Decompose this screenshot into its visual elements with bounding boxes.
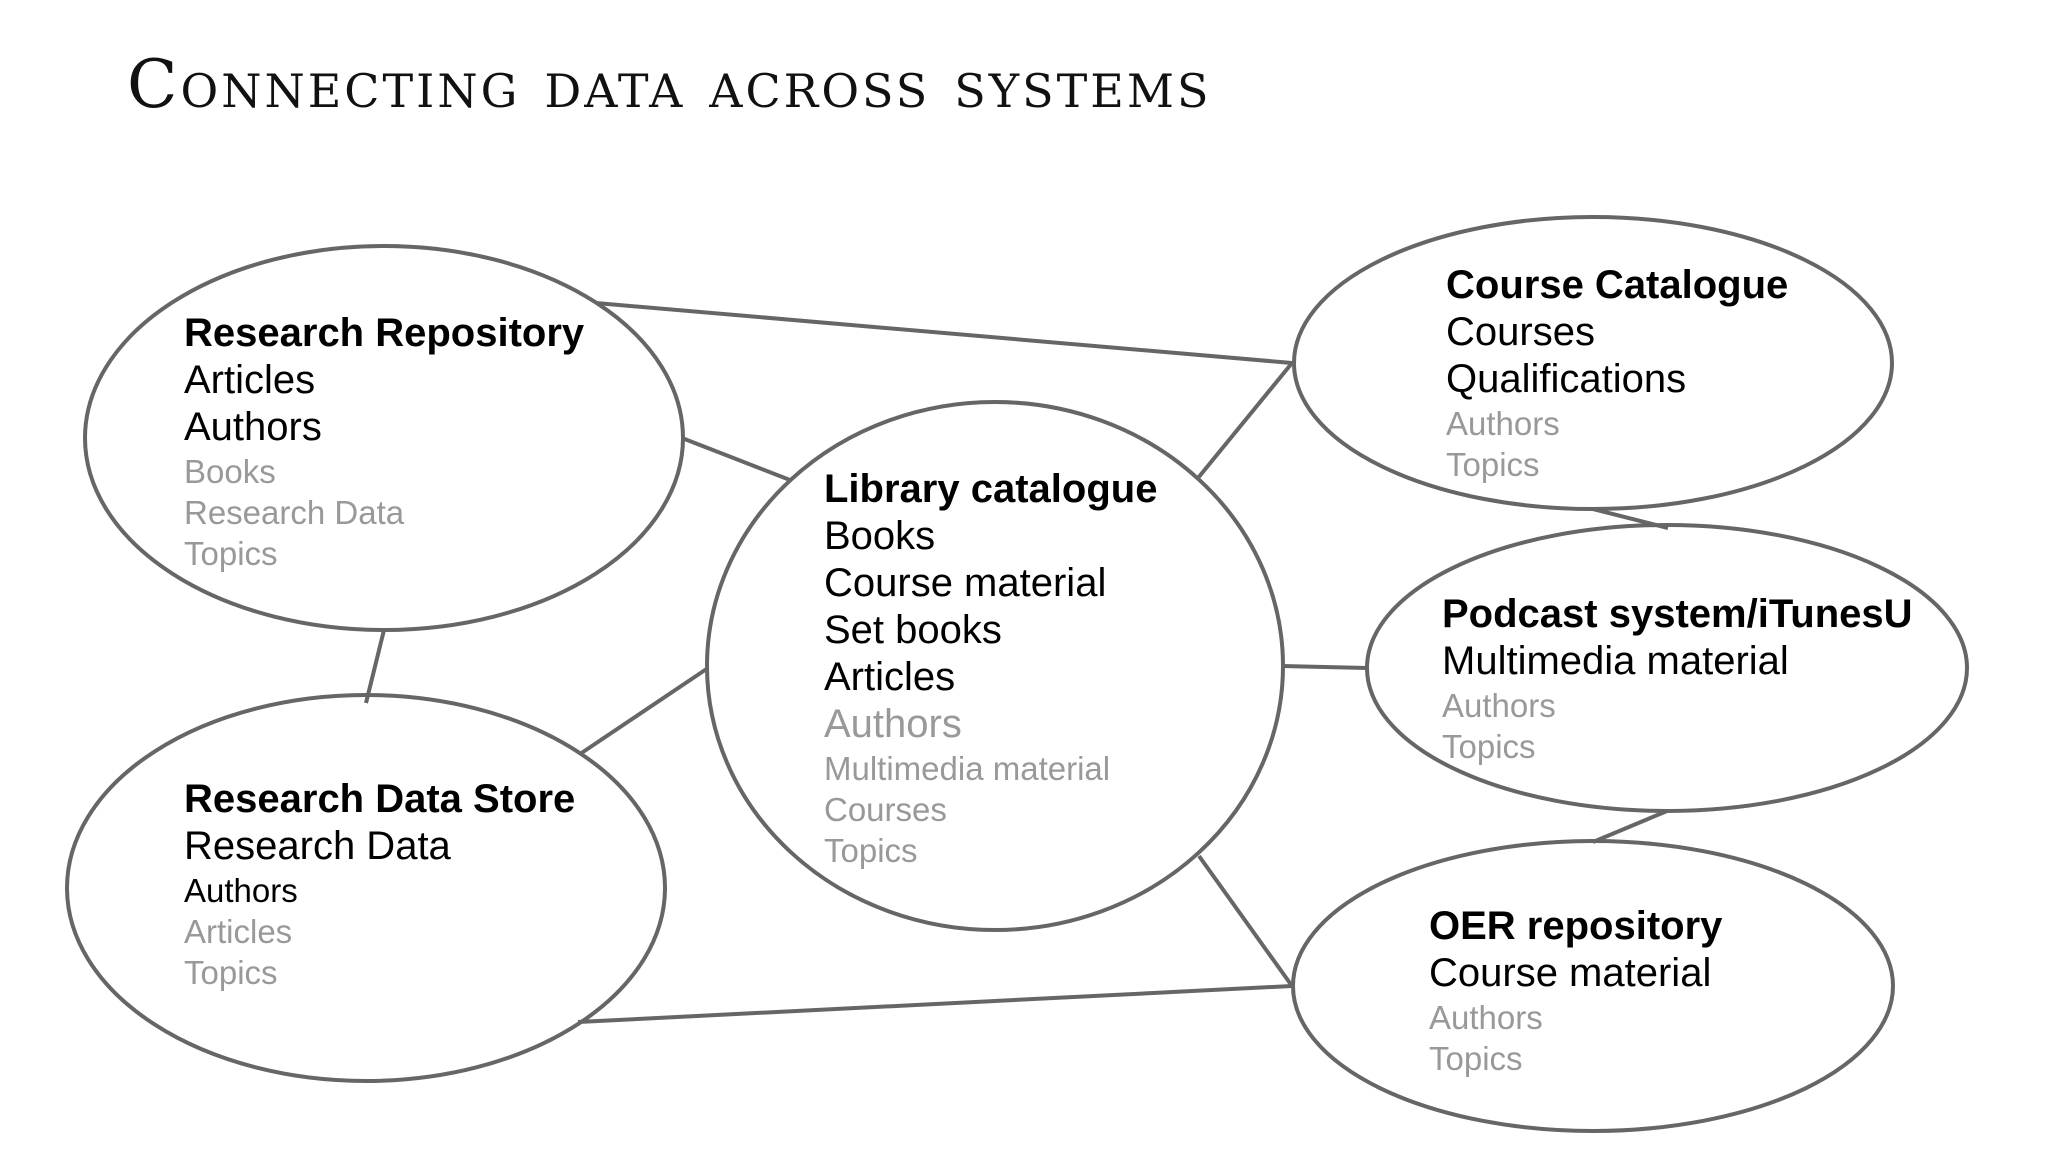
oer-repository-node: OER repository Course material Authors T…	[1429, 903, 1722, 1079]
library-catalogue-related: Multimedia material	[824, 750, 1111, 787]
edge-research-data-store-oer-repository	[577, 984, 1293, 1024]
research-repository-node: Research Repository Articles Authors Boo…	[184, 310, 584, 574]
oer-repository-title: OER repository	[1429, 904, 1723, 948]
research-data-store-node: Research Data Store Research Data Author…	[184, 776, 575, 993]
podcast-system-item: Multimedia material	[1442, 639, 1789, 683]
course-catalogue-title: Course Catalogue	[1446, 263, 1789, 307]
course-catalogue-related: Topics	[1446, 446, 1540, 483]
course-catalogue-node: Course Catalogue Courses Qualifications …	[1446, 262, 1788, 485]
edge-podcast-system-oer-repository	[1592, 809, 1668, 844]
research-data-store-related: Topics	[184, 954, 278, 991]
podcast-system-title: Podcast system/iTunesU	[1442, 592, 1913, 636]
course-catalogue-item: Qualifications	[1446, 357, 1687, 401]
course-catalogue-ellipse	[1292, 215, 1894, 511]
research-data-store-title: Research Data Store	[184, 777, 576, 821]
podcast-system-related: Topics	[1442, 728, 1536, 765]
research-repository-item: Authors	[184, 405, 322, 449]
oer-repository-related: Authors	[1429, 999, 1543, 1036]
research-data-store-ellipse	[65, 693, 667, 1083]
research-repository-item: Articles	[184, 358, 316, 402]
podcast-system-node: Podcast system/iTunesU Multimedia materi…	[1442, 591, 1913, 767]
course-catalogue-item: Courses	[1446, 310, 1595, 354]
library-catalogue-item: Course material	[824, 561, 1107, 605]
edge-research-repository-course-catalogue	[595, 301, 1293, 365]
library-catalogue-related: Courses	[824, 791, 947, 828]
edge-library-catalogue-course-catalogue	[1196, 361, 1294, 480]
edge-research-repository-research-data-store	[364, 629, 386, 704]
oer-repository-item: Course material	[1429, 951, 1712, 995]
course-catalogue-related: Authors	[1446, 405, 1560, 442]
research-repository-related: Research Data	[184, 494, 405, 531]
library-catalogue-node: Library catalogue Books Course material …	[824, 466, 1157, 871]
research-repository-title: Research Repository	[184, 311, 585, 355]
library-catalogue-ellipse	[705, 400, 1285, 932]
oer-repository-related: Topics	[1429, 1040, 1523, 1077]
research-data-store-related: Articles	[184, 913, 293, 950]
podcast-system-related: Authors	[1442, 687, 1556, 724]
podcast-system-ellipse	[1365, 523, 1969, 813]
library-catalogue-related: Topics	[824, 832, 918, 869]
edge-library-catalogue-research-data-store	[578, 666, 710, 756]
research-data-store-item: Authors	[184, 872, 298, 909]
research-data-store-item: Research Data	[184, 824, 451, 868]
library-catalogue-title: Library catalogue	[824, 467, 1158, 511]
library-catalogue-item: Books	[824, 514, 936, 558]
research-repository-related: Topics	[184, 535, 278, 572]
library-catalogue-item: Set books	[824, 608, 1002, 652]
research-repository-ellipse	[83, 244, 685, 632]
library-catalogue-item: Articles	[824, 655, 956, 699]
slide-title: Connecting data across systems	[127, 46, 1212, 123]
library-catalogue-related: Authors	[824, 702, 962, 746]
oer-repository-ellipse	[1291, 839, 1895, 1133]
edge-library-catalogue-oer-repository	[1197, 854, 1294, 988]
research-repository-related: Books	[184, 453, 276, 490]
edge-research-repository-library-catalogue	[681, 436, 791, 482]
edge-library-catalogue-podcast-system	[1281, 664, 1368, 670]
